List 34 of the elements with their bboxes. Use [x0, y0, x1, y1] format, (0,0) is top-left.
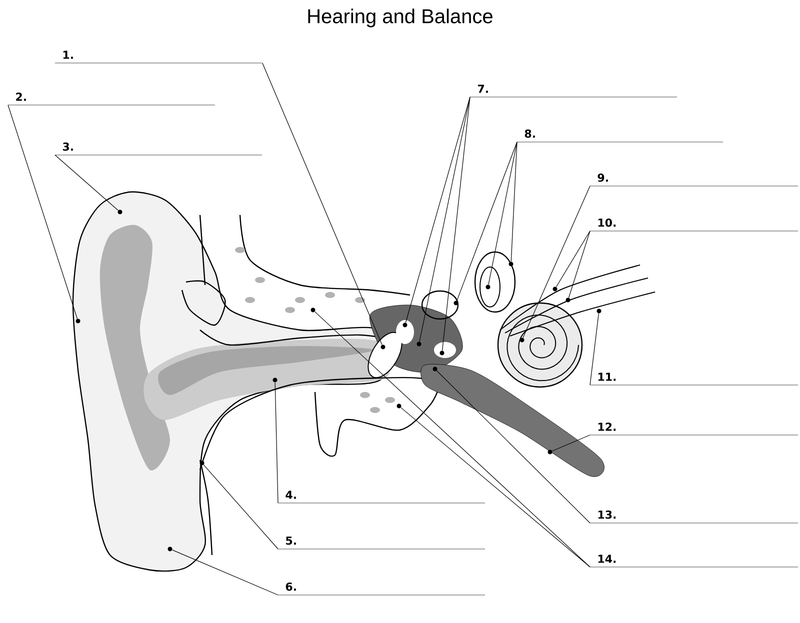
leader-line — [400, 407, 590, 568]
leader-line — [556, 230, 590, 288]
number-label: 8. — [524, 129, 535, 138]
number-label: 12. — [598, 422, 616, 431]
leader-line — [262, 62, 382, 346]
number-label: 9. — [598, 173, 608, 182]
number-label: 11. — [598, 372, 616, 381]
leader-line — [8, 104, 78, 319]
leader-line — [436, 370, 590, 524]
title: Hearing and Balance — [308, 8, 492, 28]
number-label: 13. — [598, 510, 616, 519]
leader-line — [456, 142, 518, 301]
leader-line — [419, 96, 470, 342]
leader-line — [510, 142, 518, 262]
number-label: 10. — [598, 218, 616, 227]
number-label: 4. — [286, 490, 296, 499]
number-label: 2. — [16, 92, 26, 101]
number-label: 3. — [62, 142, 73, 151]
leader-line — [590, 313, 599, 386]
leader-line — [203, 464, 278, 550]
number-label: 1. — [63, 50, 73, 59]
leader-line — [314, 311, 590, 568]
number-label: 14. — [598, 554, 616, 563]
leader-line — [442, 96, 470, 351]
leader-line — [172, 550, 278, 596]
leader-line — [552, 434, 590, 452]
leader-line — [405, 96, 470, 323]
leader-line — [274, 382, 278, 504]
number-label: 6. — [286, 582, 296, 591]
number-label: 7. — [478, 84, 488, 93]
leader-line — [568, 230, 590, 298]
leader-line — [522, 186, 590, 338]
leader-line — [54, 154, 118, 211]
number-label: 5. — [286, 536, 296, 545]
